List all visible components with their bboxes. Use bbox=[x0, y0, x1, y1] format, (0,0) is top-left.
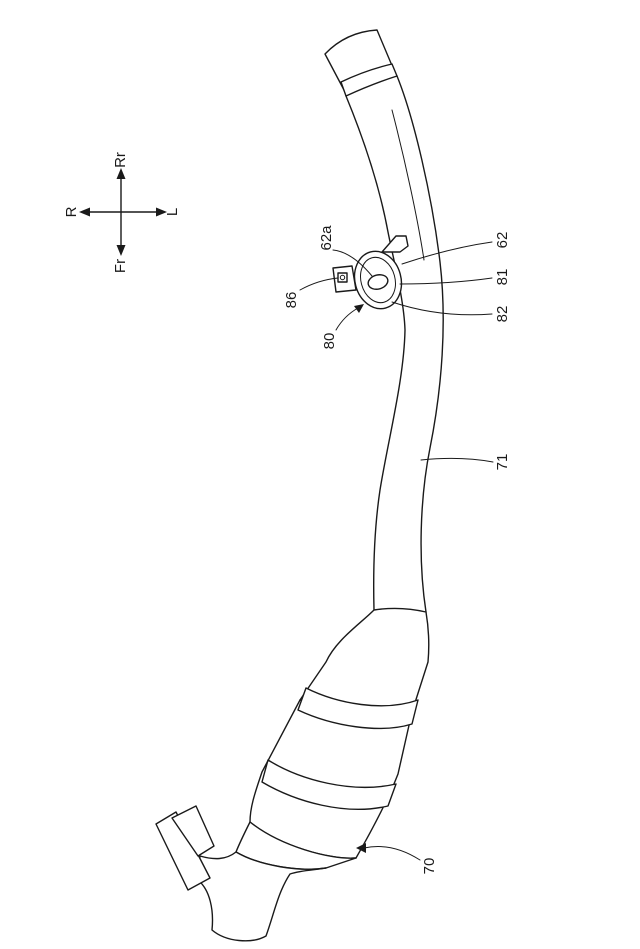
compass-label-front: Fr bbox=[112, 259, 129, 273]
leader-80-arrow-icon bbox=[354, 304, 364, 313]
bracket-upper-tab bbox=[382, 236, 408, 252]
compass-arrow-down-icon bbox=[117, 245, 126, 256]
converter bbox=[156, 608, 429, 940]
leader-80 bbox=[336, 308, 358, 330]
leader-82 bbox=[392, 302, 492, 315]
callout-80: 80 bbox=[321, 333, 338, 350]
compass-label-rear: Rr bbox=[112, 152, 129, 168]
callout-81: 81 bbox=[494, 269, 511, 286]
leader-70 bbox=[364, 847, 420, 861]
compass-label-right: R bbox=[63, 206, 80, 217]
callout-82: 82 bbox=[494, 306, 511, 323]
leader-86 bbox=[300, 278, 338, 290]
bolt-icon bbox=[338, 273, 347, 282]
compass-arrow-left-icon bbox=[79, 208, 90, 217]
leader-62 bbox=[402, 242, 492, 264]
callout-62: 62 bbox=[494, 232, 511, 249]
callout-71: 71 bbox=[494, 454, 511, 471]
callout-86: 86 bbox=[283, 292, 300, 309]
leader-81 bbox=[400, 278, 492, 284]
leader-71 bbox=[421, 458, 493, 462]
direction-compass: Rr R L Fr bbox=[63, 152, 181, 273]
compass-arrow-up-icon bbox=[117, 168, 126, 179]
pipe-left-edge bbox=[346, 96, 405, 610]
compass-label-left: L bbox=[164, 208, 181, 216]
callout-70: 70 bbox=[421, 858, 438, 875]
callout-62a: 62a bbox=[318, 225, 335, 251]
